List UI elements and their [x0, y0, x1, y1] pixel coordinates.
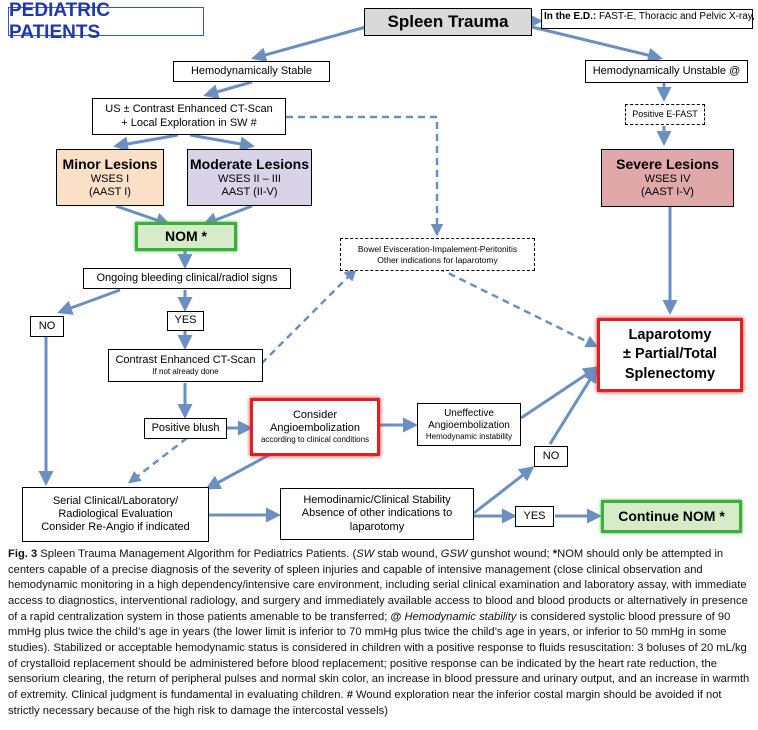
contrast-ct-node: Contrast Enhanced CT-Scan If not already…	[108, 349, 263, 382]
minor-lesions-node: Minor Lesions WSES I (AAST I)	[56, 149, 164, 206]
continue-nom-node: Continue NOM *	[601, 500, 742, 533]
positive-efast-node: Positive E-FAST	[625, 104, 705, 125]
bowel-line1: Bowel Evisceration-Impalement-Peritoniti…	[357, 244, 518, 255]
positive-blush-node: Positive blush	[144, 418, 227, 439]
figure-caption: Fig. 3 Spleen Trauma Management Algorith…	[8, 547, 753, 719]
severe-lesions-wses: WSES IV	[644, 173, 691, 186]
uneff-line1: Uneffective	[444, 407, 494, 419]
severe-lesions-title: Severe Lesions	[616, 156, 719, 173]
minor-lesions-wses: WSES I	[90, 172, 130, 185]
stability-line2: Absence of other indications to	[301, 507, 453, 520]
stability-line3: laparotomy	[349, 520, 405, 533]
caption-part2: stab wound,	[374, 548, 441, 560]
serial-evaluation-node: Serial Clinical/Laboratory/ Radiological…	[22, 487, 209, 542]
caption-fig-label: Fig. 3	[8, 548, 38, 560]
caption-gsw: GSW	[440, 548, 468, 560]
minor-lesions-aast: (AAST I)	[89, 185, 131, 198]
no-label-right: NO	[534, 446, 568, 467]
us-ct-line1: US ± Contrast Enhanced CT-Scan	[105, 103, 273, 116]
caption-part4: NOM should only be attempted in centers …	[8, 548, 748, 623]
serial-line3: Consider Re-Angio if indicated	[41, 521, 190, 534]
angio-line1: Consider	[292, 409, 338, 422]
ed-note: In the E.D.: FAST-E, Thoracic and Pelvic…	[544, 11, 755, 23]
uneff-line2: Angioembolization	[428, 419, 510, 431]
contrast-ct-title: Contrast Enhanced CT-Scan	[115, 354, 256, 367]
hemo-unstable-node: Hemodynamically Unstable @	[585, 60, 748, 83]
uneff-sub: Hemodynamic instability	[425, 431, 513, 441]
flow-arrows	[38, 13, 678, 524]
caption-part5: is considered systolic blood pressure of…	[8, 610, 750, 702]
stability-line1: Hemodinamic/Clinical Stability	[303, 494, 451, 507]
severe-lesions-node: Severe Lesions WSES IV (AAST I-V)	[601, 149, 734, 207]
serial-line1: Serial Clinical/Laboratory/	[52, 494, 179, 507]
ed-note-frame	[541, 9, 753, 29]
laparotomy-line3: Splenectomy	[624, 365, 716, 382]
caption-nom-star: *	[552, 548, 558, 560]
angioembolization-node: Consider Angioembolization according to …	[250, 398, 380, 456]
severe-lesions-aast: (AAST I-V)	[641, 186, 694, 199]
caption-hemo-stability: Hemodynamic stability	[401, 610, 517, 623]
spleen-trauma-node: Spleen Trauma	[364, 8, 532, 36]
angio-sub: according to clinical conditions	[260, 435, 370, 445]
caption-sw: SW	[356, 548, 375, 560]
yes-label-continue: YES	[515, 506, 554, 527]
yes-label-ct: YES	[167, 311, 204, 331]
us-ct-line2: + Local Exploration in SW #	[121, 116, 257, 129]
no-label-left: NO	[30, 316, 64, 337]
ed-note-label: In the E.D.:	[544, 11, 597, 22]
contrast-ct-sub: If not already done	[152, 367, 219, 377]
laparotomy-node: Laparotomy ± Partial/Total Splenectomy	[597, 318, 743, 392]
ed-note-text: FAST-E, Thoracic and Pelvic X-ray,	[596, 11, 755, 22]
caption-hash: #	[346, 689, 353, 702]
moderate-lesions-wses: WSES II – III	[218, 172, 281, 185]
nom-node: NOM *	[135, 222, 237, 251]
moderate-lesions-node: Moderate Lesions WSES II – III AAST (II-…	[187, 149, 312, 206]
bowel-line2: Other indications for laparotomy	[377, 254, 498, 265]
laparotomy-line1: Laparotomy	[628, 326, 712, 343]
us-ct-node: US ± Contrast Enhanced CT-Scan + Local E…	[92, 98, 286, 135]
bowel-evisceration-node: Bowel Evisceration-Impalement-Peritoniti…	[340, 238, 535, 271]
ongoing-bleeding-node: Ongoing bleeding clinical/radiol signs	[83, 268, 291, 289]
caption-at: @	[390, 610, 402, 623]
angio-line2: Angioembolization	[270, 422, 360, 435]
serial-line2: Radiological Evaluation	[58, 507, 173, 520]
uneffective-angio-node: Uneffective Angioembolization Hemodynami…	[417, 403, 521, 446]
caption-part3: gunshot wound;	[467, 548, 553, 560]
moderate-lesions-aast: AAST (II-V)	[221, 185, 278, 198]
hemodynamic-stability-node: Hemodinamic/Clinical Stability Absence o…	[280, 488, 474, 540]
moderate-lesions-title: Moderate Lesions	[189, 155, 310, 172]
laparotomy-line2: ± Partial/Total	[623, 346, 717, 363]
minor-lesions-title: Minor Lesions	[62, 155, 158, 172]
hemo-stable-node: Hemodynamically Stable	[173, 61, 330, 82]
caption-part1: Spleen Trauma Management Algorithm for P…	[37, 548, 357, 560]
caption-part6: Wound exploration near the inferior cost…	[8, 689, 722, 717]
